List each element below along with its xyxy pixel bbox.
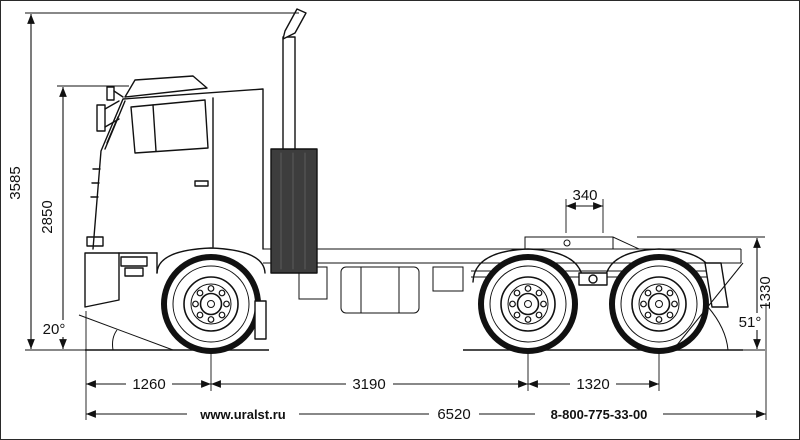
dim-bottom-row: 1260 3190 1320 www.uralst.ru 6520 8-800-… [85,303,767,423]
label-mask [736,313,765,330]
label-mask [570,375,616,392]
dimensions: 3585 2850 340 1330 1260 [7,12,774,423]
phone-label: 8-800-775-33-00 [551,407,648,422]
rear-fender-1 [472,248,584,283]
fuel-tank [340,266,420,314]
rear-wheel-2 [612,257,706,351]
fifth-wheel-height-label: 1330 [757,276,774,309]
exhaust-shield [270,148,318,274]
label-mask [429,405,479,422]
door-handle [194,180,209,187]
overall-height-label: 3585 [7,166,24,199]
front-fender [156,247,266,274]
label-mask [126,375,172,392]
dim-fifth-wheel-offset: 340 [565,187,604,233]
front-overhang-label: 1260 [132,376,165,393]
side-window [130,99,209,154]
label-mask [346,375,393,392]
departure-angle: 51° [672,262,765,351]
headlight [86,236,104,247]
label-mask [41,320,68,337]
dim-overall-height: 3585 [7,12,299,349]
approach-angle: 20° [41,314,174,351]
exhaust-pipe [282,36,296,150]
front-bumper [84,252,120,308]
dim-fifth-wheel-height: 1330 [637,236,774,349]
cab-height-label: 2850 [39,200,56,233]
rear-bogie-spacing-label: 1320 [576,376,609,393]
overall-length-label: 6520 [437,406,470,423]
rear-mudflap [704,262,729,308]
front-mudflap [254,300,267,340]
departure-angle-label: 51° [739,314,762,331]
mirror [96,104,106,132]
cab [84,8,318,308]
website-label: www.uralst.ru [199,407,286,422]
cab-step [120,256,148,267]
air-tank [432,266,464,292]
exhaust-tip [282,8,307,40]
roof-fairing [124,75,208,98]
wide-angle-mirror [106,86,115,101]
label-mask [187,405,299,422]
fifth-wheel [524,236,640,250]
cab-outline [92,88,264,250]
approach-angle-label: 20° [43,321,66,338]
label-mask [535,405,663,422]
rear-wheel-1 [481,257,575,351]
fenders [156,247,729,340]
front-wheel [164,257,258,351]
dim-cab-height: 2850 [39,85,129,349]
wheelbase-label: 3190 [352,376,385,393]
fifth-wheel-offset-label: 340 [572,187,597,204]
